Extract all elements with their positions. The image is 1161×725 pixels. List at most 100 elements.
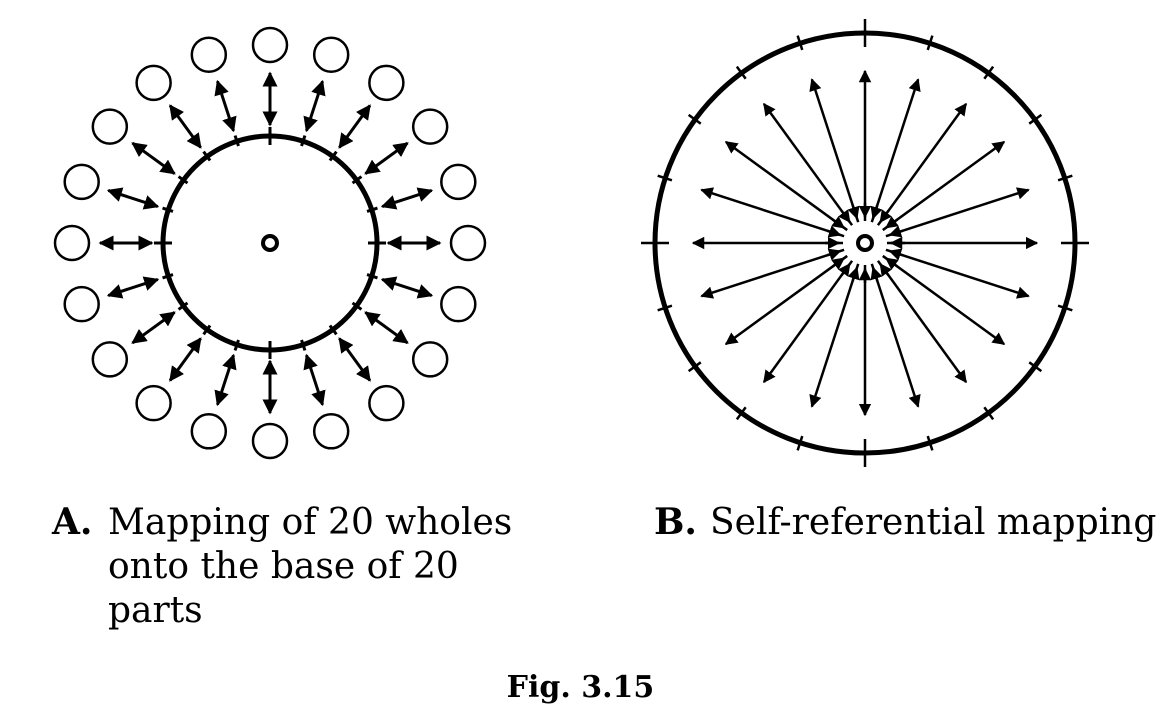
whole-circle bbox=[312, 413, 350, 450]
self-reference-arrow bbox=[724, 254, 848, 346]
part-tick bbox=[366, 273, 378, 280]
circle-tick bbox=[657, 174, 673, 182]
whole-circle bbox=[440, 163, 477, 201]
inward-arrow bbox=[826, 248, 842, 261]
part-tick bbox=[351, 175, 363, 185]
mapping-arrow bbox=[214, 79, 237, 133]
figure-label: Fig. 3.15 bbox=[506, 670, 655, 705]
whole-circle bbox=[135, 384, 172, 422]
whole-circle bbox=[411, 341, 449, 378]
inward-arrow bbox=[831, 216, 845, 229]
part-tick bbox=[300, 339, 307, 351]
center-point-a bbox=[261, 234, 279, 252]
self-reference-arrow bbox=[700, 248, 845, 299]
circle-tick bbox=[687, 361, 702, 373]
whole-circle bbox=[251, 422, 289, 460]
self-reference-arrow bbox=[762, 102, 854, 226]
inward-arrow bbox=[838, 263, 851, 277]
mapping-arrow bbox=[338, 337, 372, 382]
whole-circle bbox=[368, 384, 405, 422]
caption-a-line-3: parts bbox=[108, 590, 203, 631]
circle-tick bbox=[926, 35, 934, 51]
whole-circle bbox=[63, 285, 100, 323]
figure-canvas bbox=[53, 19, 1089, 467]
mapping-arrow bbox=[364, 311, 409, 345]
inward-arrow bbox=[885, 216, 899, 229]
mapping-arrow bbox=[364, 141, 409, 175]
inward-arrow bbox=[847, 266, 860, 282]
circle-tick bbox=[926, 435, 934, 451]
circle-tick bbox=[796, 35, 804, 51]
inward-arrow bbox=[831, 257, 845, 270]
mapping-arrow bbox=[106, 187, 160, 210]
inward-arrow bbox=[870, 266, 883, 282]
whole-circle bbox=[449, 224, 487, 262]
whole-circle bbox=[190, 36, 228, 73]
self-reference-arrow bbox=[885, 248, 1030, 299]
circle-tick bbox=[983, 406, 995, 421]
circle-tick bbox=[796, 435, 804, 451]
wholes-ring-a bbox=[53, 26, 487, 460]
mapping-arrow bbox=[380, 187, 434, 210]
part-tick bbox=[177, 175, 189, 185]
inward-arrow bbox=[838, 209, 851, 223]
caption-b-letter: B. bbox=[654, 501, 697, 543]
caption-a-line-2: onto the base of 20 bbox=[108, 546, 459, 587]
diagram-a-wholes-onto-parts bbox=[53, 26, 487, 460]
part-tick bbox=[177, 301, 189, 311]
self-reference-arrow bbox=[700, 187, 845, 238]
self-reference-arrow bbox=[809, 263, 860, 408]
whole-circle bbox=[91, 341, 129, 378]
circle-tick bbox=[735, 406, 747, 421]
part-tick bbox=[351, 301, 363, 311]
inward-arrow bbox=[885, 257, 899, 270]
circle-tick bbox=[1028, 361, 1043, 373]
circle-tick bbox=[1028, 113, 1043, 125]
caption-a-line-1: Mapping of 20 wholes bbox=[108, 502, 513, 543]
caption-a: A.Mapping of 20 wholes onto the base of … bbox=[52, 500, 512, 633]
self-reference-arrow bbox=[870, 78, 921, 223]
circle-tick bbox=[735, 65, 747, 80]
part-tick bbox=[366, 206, 378, 213]
whole-circle bbox=[312, 36, 350, 73]
inward-arrow bbox=[888, 225, 904, 238]
whole-circle bbox=[251, 26, 289, 64]
inward-arrow bbox=[888, 248, 904, 261]
part-tick bbox=[300, 135, 307, 147]
circle-tick bbox=[687, 113, 702, 125]
center-point-b bbox=[856, 234, 874, 252]
part-tick bbox=[202, 150, 212, 162]
self-reference-arrow bbox=[762, 260, 854, 384]
ticks-b bbox=[641, 19, 1089, 467]
part-tick bbox=[162, 273, 174, 280]
mapping-arrow bbox=[338, 104, 372, 149]
whole-circle bbox=[411, 108, 449, 145]
self-reference-arrow bbox=[724, 140, 848, 232]
self-reference-arrow bbox=[870, 263, 921, 408]
whole-circle bbox=[440, 285, 477, 323]
part-tick bbox=[202, 324, 212, 336]
self-reference-arrow bbox=[882, 254, 1006, 346]
whole-circle bbox=[91, 108, 129, 145]
whole-circle bbox=[63, 163, 100, 201]
part-tick bbox=[162, 206, 174, 213]
whole-circle bbox=[368, 64, 405, 102]
mapping-arrow bbox=[380, 276, 434, 299]
whole-circle bbox=[53, 224, 91, 262]
part-tick bbox=[328, 324, 338, 336]
mapping-arrows-a bbox=[98, 71, 442, 415]
parts-ticks-a bbox=[154, 127, 386, 359]
whole-circle bbox=[135, 64, 172, 102]
mapping-arrow bbox=[303, 79, 326, 133]
circle-tick bbox=[657, 304, 673, 312]
whole-circle bbox=[190, 413, 228, 450]
diagram-b-self-referential bbox=[641, 19, 1089, 467]
caption-b: B.Self-referential mapping bbox=[654, 500, 1156, 545]
mapping-arrow bbox=[106, 276, 160, 299]
self-reference-arrow bbox=[809, 78, 860, 223]
mapping-arrow bbox=[168, 337, 202, 382]
part-tick bbox=[328, 150, 338, 162]
circle-tick bbox=[1057, 174, 1073, 182]
self-reference-arrow bbox=[876, 102, 968, 226]
inward-arrow bbox=[879, 209, 892, 223]
